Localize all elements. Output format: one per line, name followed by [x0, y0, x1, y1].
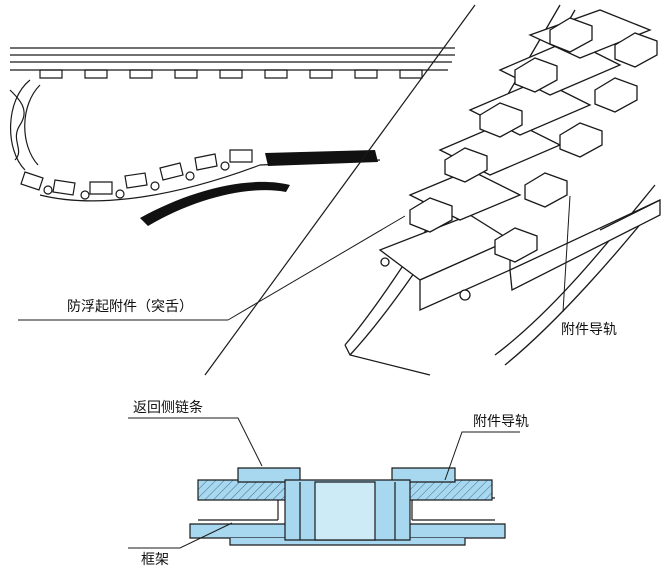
- cross-section: [189, 467, 506, 546]
- leader-anti-lift: [227, 215, 406, 321]
- label-attachment-guide-rail-bottom: 附件导轨: [472, 414, 530, 430]
- left-guide-rail: [197, 479, 291, 501]
- upper-chain: [39, 69, 423, 79]
- divider-line: [204, 4, 476, 376]
- right-guide-rail: [401, 479, 493, 501]
- return-guide-rail-dark: [140, 181, 290, 226]
- leader-frame: [128, 522, 233, 549]
- label-frame: 框架: [140, 552, 170, 568]
- label-anti-lift-attachment: 防浮起附件（突舌）: [66, 299, 194, 315]
- anti-lift-tabs[interactable]: [409, 17, 658, 263]
- label-attachment-guide-rail-top: 附件导轨: [560, 322, 618, 338]
- leader-rail-top: [562, 195, 571, 313]
- right-chain-tab: [391, 467, 456, 483]
- enlarged-chain-view: [344, 4, 661, 376]
- return-chain-links: [20, 149, 253, 200]
- leader-return-chain: [128, 417, 263, 467]
- leader-rail-bottom: [444, 431, 520, 481]
- upper-guide-rail-dark: [265, 150, 378, 166]
- label-return-side-chain: 返回侧链条: [132, 400, 204, 416]
